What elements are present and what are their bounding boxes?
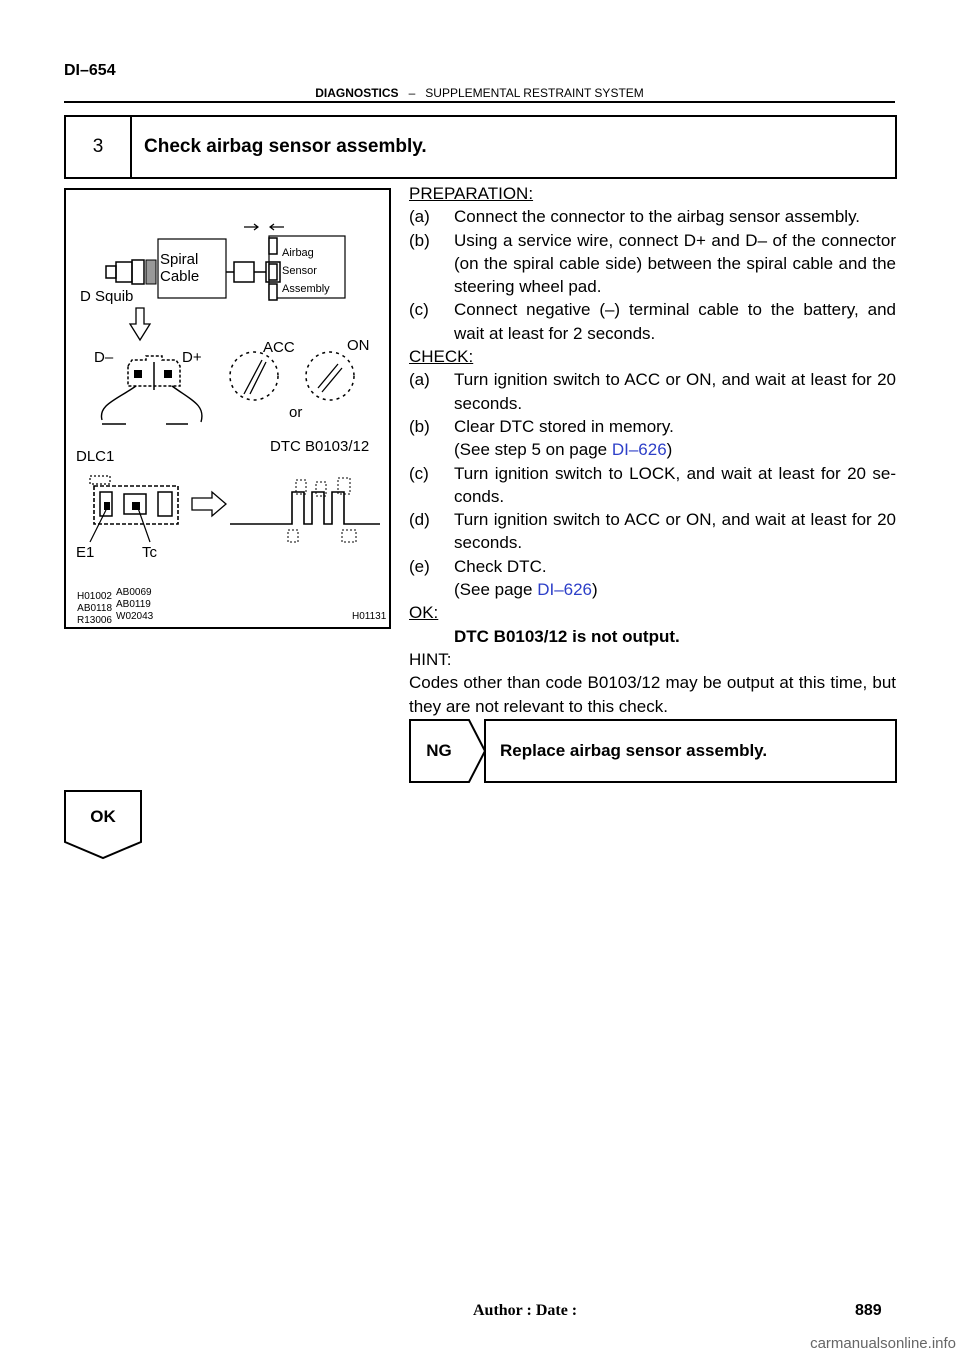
ng-arrow-shape xyxy=(409,719,487,783)
step-title: Check airbag sensor assembly. xyxy=(144,136,427,157)
figure-code: H01002 xyxy=(76,591,112,602)
header-section: DIAGNOSTICS xyxy=(315,86,399,100)
on-label: ON xyxy=(347,337,370,354)
sensor-connector-icon xyxy=(265,261,281,283)
figure-code: W02043 xyxy=(116,611,154,622)
reference-suffix: ) xyxy=(592,580,598,600)
check-item-b-reference: (See step 5 on page DI–626) xyxy=(409,438,896,461)
item-label: (b) xyxy=(409,230,430,250)
left-arrow-icon xyxy=(269,223,284,231)
d-plus-label: D+ xyxy=(182,349,202,366)
check-item-d: (d) Turn ignition switch to ACC or ON, an… xyxy=(409,508,896,555)
item-text: Turn ignition switch to LOCK, and wait a… xyxy=(454,463,896,506)
ng-action-box: Replace airbag sensor assembly. xyxy=(484,719,897,783)
airbag-sensor-label: Airbag Sensor Assembly xyxy=(282,244,330,298)
ignition-acc-icon xyxy=(229,351,279,401)
figure-codes-left: H01002 AB0118 R13006 xyxy=(74,591,112,627)
acc-label: ACC xyxy=(263,339,295,356)
preparation-item-a: (a) Connect the connector to the airbag s… xyxy=(409,205,896,228)
preparation-item-b: (b) Using a service wire, connect D+ and … xyxy=(409,229,896,299)
item-label: (c) xyxy=(409,300,429,320)
spiral-cable-line1: Spiral xyxy=(160,251,199,268)
item-label: (a) xyxy=(409,207,430,227)
dlc1-connector-icon xyxy=(93,485,179,525)
right-arrow-icon xyxy=(244,223,259,231)
airbag-sensor-line1: Airbag xyxy=(282,247,314,259)
header-separator: – xyxy=(408,86,416,100)
ng-action-text: Replace airbag sensor assembly. xyxy=(500,741,768,760)
spiral-cable-label: Spiral Cable xyxy=(160,251,199,285)
d-minus-label: D– xyxy=(94,349,114,366)
airbag-sensor-line2: Sensor xyxy=(282,265,317,277)
illustration-figure: Spiral Cable Airbag Sensor Assembly D Sq… xyxy=(64,188,391,629)
page-header: DIAGNOSTICS – SUPPLEMENTAL RESTRAINT SYS… xyxy=(64,86,895,100)
figure-code: AB0069 xyxy=(116,587,152,598)
preparation-heading: PREPARATION: xyxy=(409,184,534,203)
airbag-sensor-line3: Assembly xyxy=(282,283,330,295)
item-label: (d) xyxy=(409,510,430,530)
figure-code: AB0119 xyxy=(116,599,151,610)
check-item-a: (a) Turn ignition switch to ACC or ON, an… xyxy=(409,368,896,415)
preparation-item-c: (c) Connect negative (–) terminal cable t… xyxy=(409,298,896,345)
reference-prefix: (See page xyxy=(454,580,538,600)
step-header: 3 Check airbag sensor assembly. xyxy=(64,115,897,179)
figure-code-right: H01131 xyxy=(352,611,387,622)
item-label: (b) xyxy=(409,416,430,436)
step-number: 3 xyxy=(66,117,132,177)
ignition-on-icon xyxy=(305,351,355,401)
dlc1-label: DLC1 xyxy=(76,448,115,465)
item-text: Check DTC. xyxy=(454,556,547,576)
down-arrow-icon xyxy=(128,307,152,342)
page-code: DI–654 xyxy=(64,62,116,79)
item-text: Clear DTC stored in memory. xyxy=(454,416,674,436)
header-subsection: SUPPLEMENTAL RESTRAINT SYSTEM xyxy=(425,86,644,100)
check-item-b: (b) Clear DTC stored in memory. xyxy=(409,415,896,438)
figure-codes-mid: AB0069 AB0119 W02043 xyxy=(116,587,153,623)
page-link-di-626[interactable]: DI–626 xyxy=(611,440,667,460)
author-date-line: Author : Date : xyxy=(473,1302,578,1319)
e1-label: E1 xyxy=(76,544,95,561)
item-text: Turn ignition switch to ACC or ON, and w… xyxy=(454,510,896,553)
check-heading: CHECK: xyxy=(409,347,474,367)
header-rule xyxy=(64,101,895,103)
ok-label: OK xyxy=(90,807,116,826)
connector-pins-icon xyxy=(127,355,181,387)
item-label: (a) xyxy=(409,370,430,390)
figure-code: R13006 xyxy=(76,615,112,626)
check-item-c: (c) Turn ignition switch to LOCK, and wai… xyxy=(409,462,896,509)
watermark: carmanualsonline.info xyxy=(810,1335,956,1352)
page-link-di-626[interactable]: DI–626 xyxy=(537,580,593,600)
reference-suffix: ) xyxy=(666,440,673,460)
or-label: or xyxy=(289,404,303,421)
dtc-waveform xyxy=(230,491,380,525)
illustration-drawing xyxy=(89,223,380,543)
d-squib-label: D Squib xyxy=(80,288,134,305)
tc-label: Tc xyxy=(142,544,157,561)
procedure-text: PREPARATION: (a) Connect the connector to… xyxy=(409,182,896,718)
right-arrow-large-icon xyxy=(191,490,227,518)
ng-label: NG xyxy=(426,741,452,760)
ok-arrow-shape xyxy=(64,790,142,860)
page-number: 889 xyxy=(855,1302,882,1319)
reference-prefix: (See step 5 on page xyxy=(454,440,612,460)
item-label: (e) xyxy=(409,556,430,576)
ok-text: DTC B0103/12 is not output. xyxy=(454,626,680,646)
hint-heading: HINT: xyxy=(409,649,452,669)
item-text: Using a service wire, connect D+ and D– … xyxy=(454,230,896,297)
squib-connector-icon xyxy=(131,259,145,285)
dtc-label: DTC B0103/12 xyxy=(270,438,370,455)
hint-text: Codes other than code B0103/12 may be ou… xyxy=(409,673,896,716)
item-text: Connect negative (–) terminal cable to t… xyxy=(454,300,896,343)
figure-code: AB0118 xyxy=(77,603,112,614)
item-label: (c) xyxy=(409,463,429,483)
item-text: Turn ignition switch to ACC or ON, and w… xyxy=(454,370,896,413)
check-item-e: (e) Check DTC. xyxy=(409,555,896,578)
check-item-e-reference: (See page DI–626) xyxy=(409,578,896,601)
item-text: Connect the connector to the airbag sens… xyxy=(454,207,861,227)
spiral-cable-box xyxy=(157,238,227,299)
spiral-cable-line2: Cable xyxy=(160,268,200,285)
ok-heading: OK: xyxy=(409,603,439,623)
